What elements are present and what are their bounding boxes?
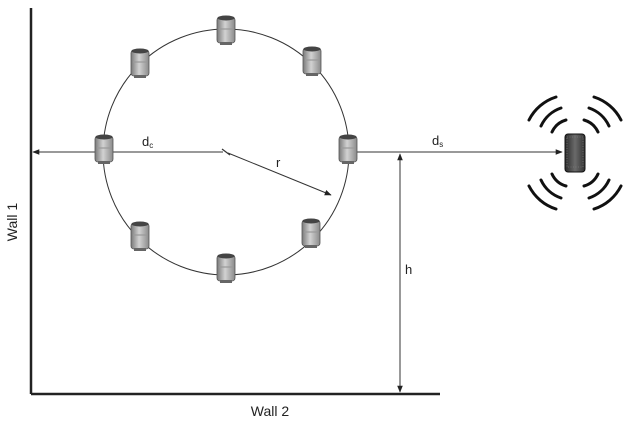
sound-source-icon [527,95,623,211]
dc-label: dc [142,134,153,150]
h-label: h [405,262,412,277]
microphone-icon [130,221,150,252]
microphone-icon [130,48,150,79]
microphone-icon [302,46,322,77]
microphone-icon [216,15,236,46]
microphone-icon [94,134,114,165]
microphone-icon [216,253,236,284]
microphone-icon [301,218,321,249]
radius-label: r [276,155,281,170]
wall-2-label: Wall 2 [251,403,290,419]
radius-arrow [227,152,332,196]
microphone-icon [338,134,358,165]
ds-label: ds [432,133,443,149]
center-tick [221,148,231,156]
wall-1-label: Wall 1 [4,203,20,242]
